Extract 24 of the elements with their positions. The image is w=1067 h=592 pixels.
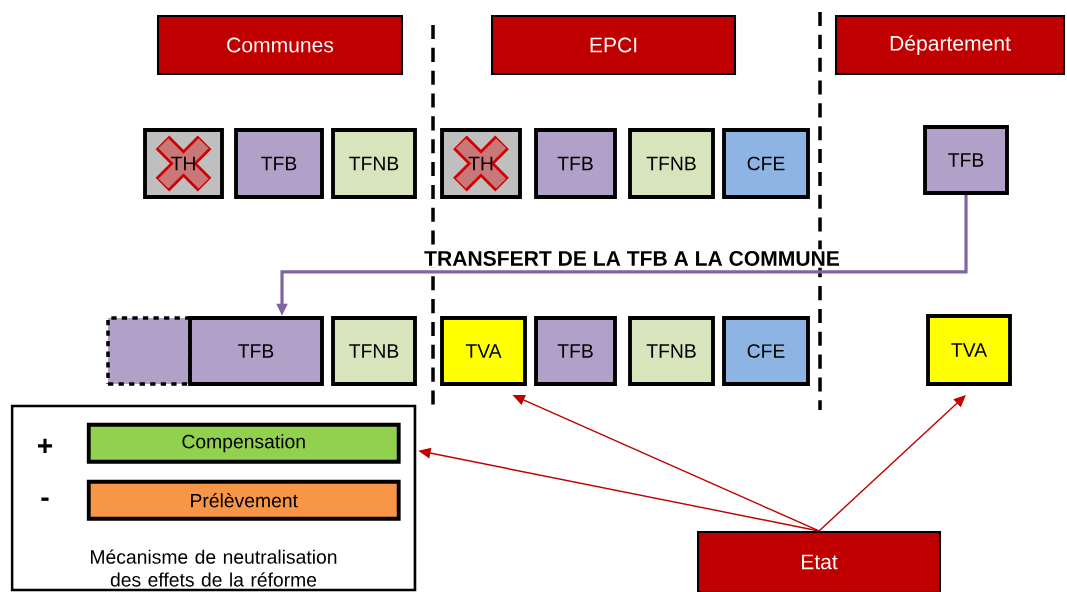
tax-box: TFB bbox=[534, 316, 617, 386]
header-box: EPCI bbox=[490, 14, 737, 76]
levy-bar: Prélèvement bbox=[86, 479, 401, 521]
sign-label: - bbox=[41, 497, 49, 501]
tax-box: TFB bbox=[534, 128, 617, 199]
crossed-out-box: TH bbox=[440, 128, 522, 199]
header-box: Département bbox=[835, 14, 1066, 76]
tax-box: TFB bbox=[234, 128, 324, 199]
tax-box: TFNB bbox=[331, 316, 417, 386]
tax-box: CFE bbox=[722, 128, 810, 199]
crossed-out-box: TH bbox=[143, 128, 224, 199]
tax-box: TFNB bbox=[628, 128, 715, 199]
tax-box: TVA bbox=[440, 316, 527, 386]
tax-box: TFB bbox=[188, 316, 324, 386]
tax-box: TVA bbox=[926, 314, 1012, 386]
edge-label: TRANSFERT DE LA TFB A LA COMMUNE bbox=[422, 249, 842, 268]
header-box: Etat bbox=[696, 530, 942, 592]
header-box: Communes bbox=[156, 14, 404, 76]
tax-box: TFNB bbox=[628, 316, 715, 386]
tax-box: TFNB bbox=[331, 128, 417, 199]
compensation-bar: Compensation bbox=[86, 422, 401, 464]
tax-box: TFB bbox=[923, 125, 1009, 195]
sign-label: + bbox=[38, 438, 53, 454]
tax-box: CFE bbox=[722, 316, 810, 386]
